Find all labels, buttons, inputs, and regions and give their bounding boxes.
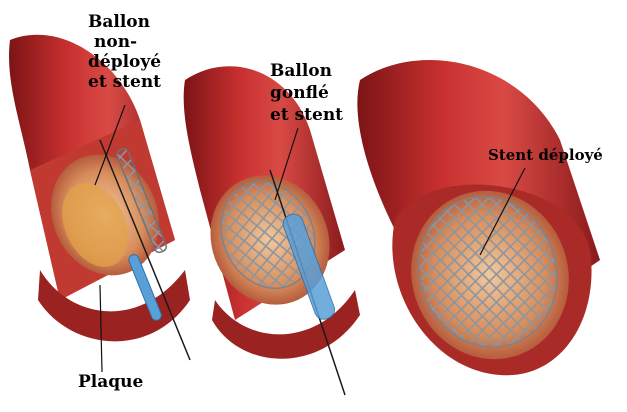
label-stage3: Stent déployé <box>488 148 603 163</box>
label-stage1-line3: déployé <box>88 52 161 72</box>
label-stage2: Ballon gonflé et stent <box>270 60 343 126</box>
artery-3 <box>357 60 600 382</box>
label-stage1-line1: Ballon <box>88 12 161 32</box>
label-stage1-line4: et stent <box>88 72 161 92</box>
label-stage1-line2: non- <box>88 32 161 52</box>
label-stage3-line1: Stent déployé <box>488 148 603 163</box>
label-stage2-line1: Ballon <box>270 60 343 82</box>
label-plaque-text: Plaque <box>78 374 143 391</box>
label-stage2-line2: gonflé <box>270 82 343 104</box>
label-plaque: Plaque <box>78 374 143 391</box>
label-stage1: Ballon non- déployé et stent <box>88 12 161 92</box>
label-stage2-line3: et stent <box>270 104 343 126</box>
